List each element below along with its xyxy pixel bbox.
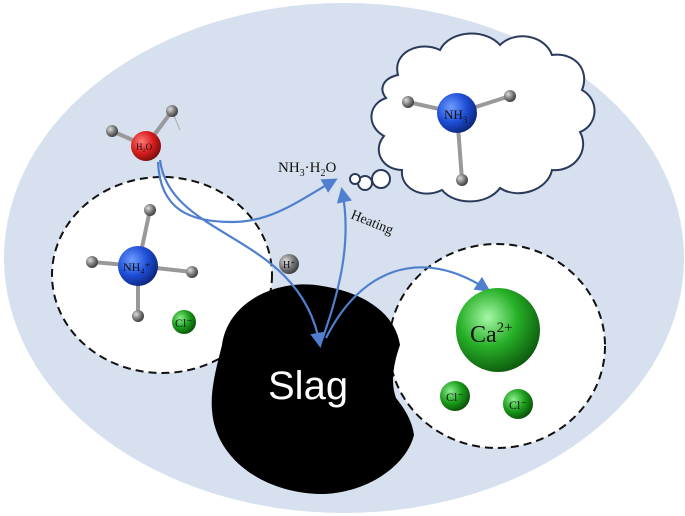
- arrow-water-to-hydrate: [156, 161, 338, 224]
- ammonia-thought-cloud: [370, 32, 596, 203]
- calcium-ion: Ca2+: [456, 288, 540, 372]
- thought-bubble-small: [349, 173, 361, 185]
- ammonia-molecule: NH3: [402, 90, 516, 186]
- thought-bubble-large: [371, 169, 391, 189]
- arrow-water-to-slag: [158, 159, 326, 349]
- slag-label: Slag: [268, 364, 348, 408]
- chloride-ion-right-2: Cl⁻: [503, 389, 533, 419]
- water-oxygen-atom: [131, 131, 161, 161]
- ammonium-molecule: NH₄⁺: [86, 204, 198, 322]
- water-hydrogen-atom: [166, 105, 178, 117]
- chloride-label: Cl⁻: [509, 398, 527, 412]
- water-label: H₂O: [136, 142, 153, 152]
- chloride-label: Cl⁻: [446, 390, 464, 404]
- ammonium-hydrogen-atom: [132, 310, 144, 322]
- ammonium-hydrogen-atom: [86, 256, 98, 268]
- arrow-slag-to-hydrate: [320, 186, 352, 341]
- water-hydrogen-atom: [106, 125, 118, 137]
- ammonia-hydrate-label: NH3·H2O: [278, 160, 337, 179]
- svg-text:NH3: NH3: [444, 107, 468, 125]
- ammonium-nitrogen-atom: [118, 246, 158, 286]
- ammonium-hydrogen-atom: [144, 204, 156, 216]
- ammonia-label: NH: [444, 107, 463, 122]
- svg-text:Ca2+: Ca2+: [470, 320, 513, 348]
- chloride-ion-right-1: Cl⁻: [440, 381, 470, 411]
- chloride-ion-left: Cl⁻: [172, 310, 196, 334]
- ammonia-hydrogen-atom: [456, 174, 468, 186]
- hydrogen-ion: H⁺: [279, 254, 299, 274]
- chloride-label: Cl⁻: [175, 316, 193, 330]
- calcium-label: Ca: [470, 322, 497, 348]
- ammonium-hydrogen-atom: [186, 266, 198, 278]
- hydrogen-label: H⁺: [283, 260, 296, 271]
- ammonia-nitrogen-atom: [437, 93, 477, 133]
- ammonium-label: NH₄⁺: [123, 260, 151, 274]
- slag-particle: [211, 284, 414, 495]
- ammonia-hydrogen-atom: [504, 90, 516, 102]
- water-molecule: H₂O: [106, 105, 181, 161]
- ammonia-hydrogen-atom: [402, 96, 414, 108]
- ammonium-chloride-region: [51, 176, 273, 374]
- arrow-slag-to-calcium: [325, 266, 491, 339]
